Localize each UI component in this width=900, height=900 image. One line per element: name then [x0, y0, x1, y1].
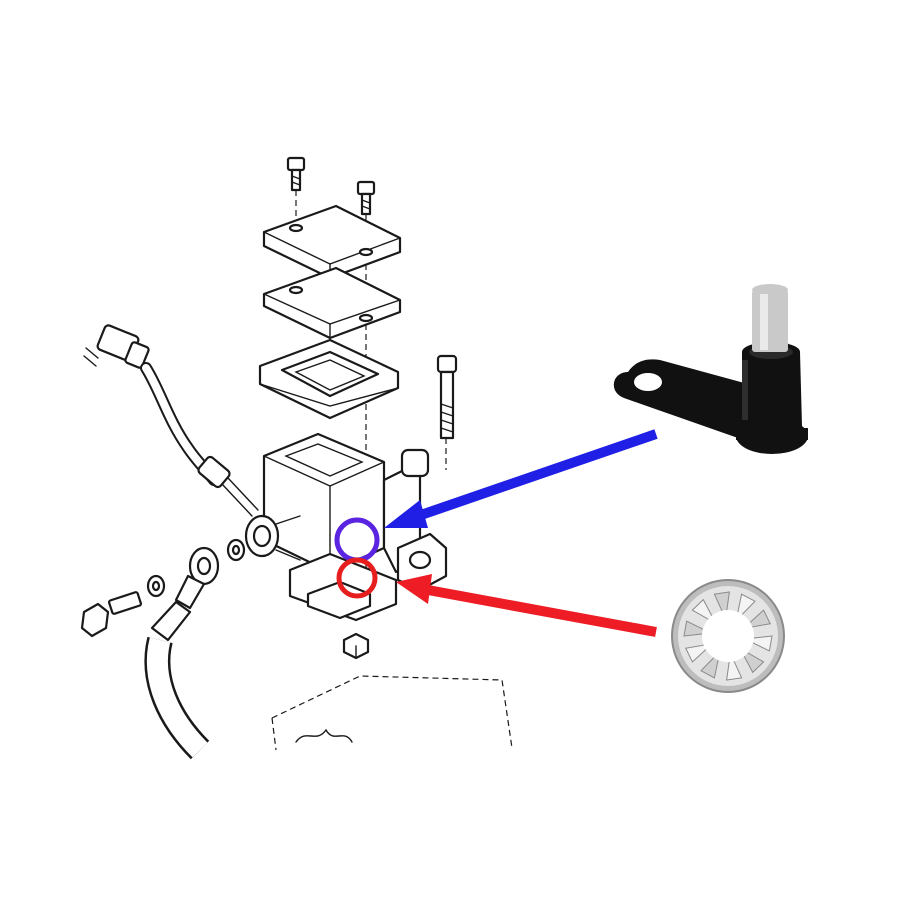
lock-washer-icon — [671, 579, 785, 693]
lever-bracket-outline — [271, 675, 513, 751]
master-cylinder-body-icon — [244, 432, 448, 622]
reservoir-cap-icon — [262, 204, 402, 280]
cap-plate-icon — [262, 266, 402, 340]
diaphragm-icon — [258, 338, 400, 420]
brake-hose-icon — [80, 538, 246, 760]
lower-callout-arrow — [396, 574, 657, 637]
cover-screw-left-icon — [286, 156, 306, 192]
lower-callout-ring — [336, 557, 378, 599]
upper-callout-arrow — [384, 429, 658, 528]
pivot-bolt-icon — [436, 354, 458, 440]
lower-nut-icon — [342, 632, 370, 660]
cover-screw-right-icon — [356, 180, 376, 216]
brake-switch-cable-icon — [83, 324, 259, 517]
pivot-tool-icon — [613, 284, 808, 454]
